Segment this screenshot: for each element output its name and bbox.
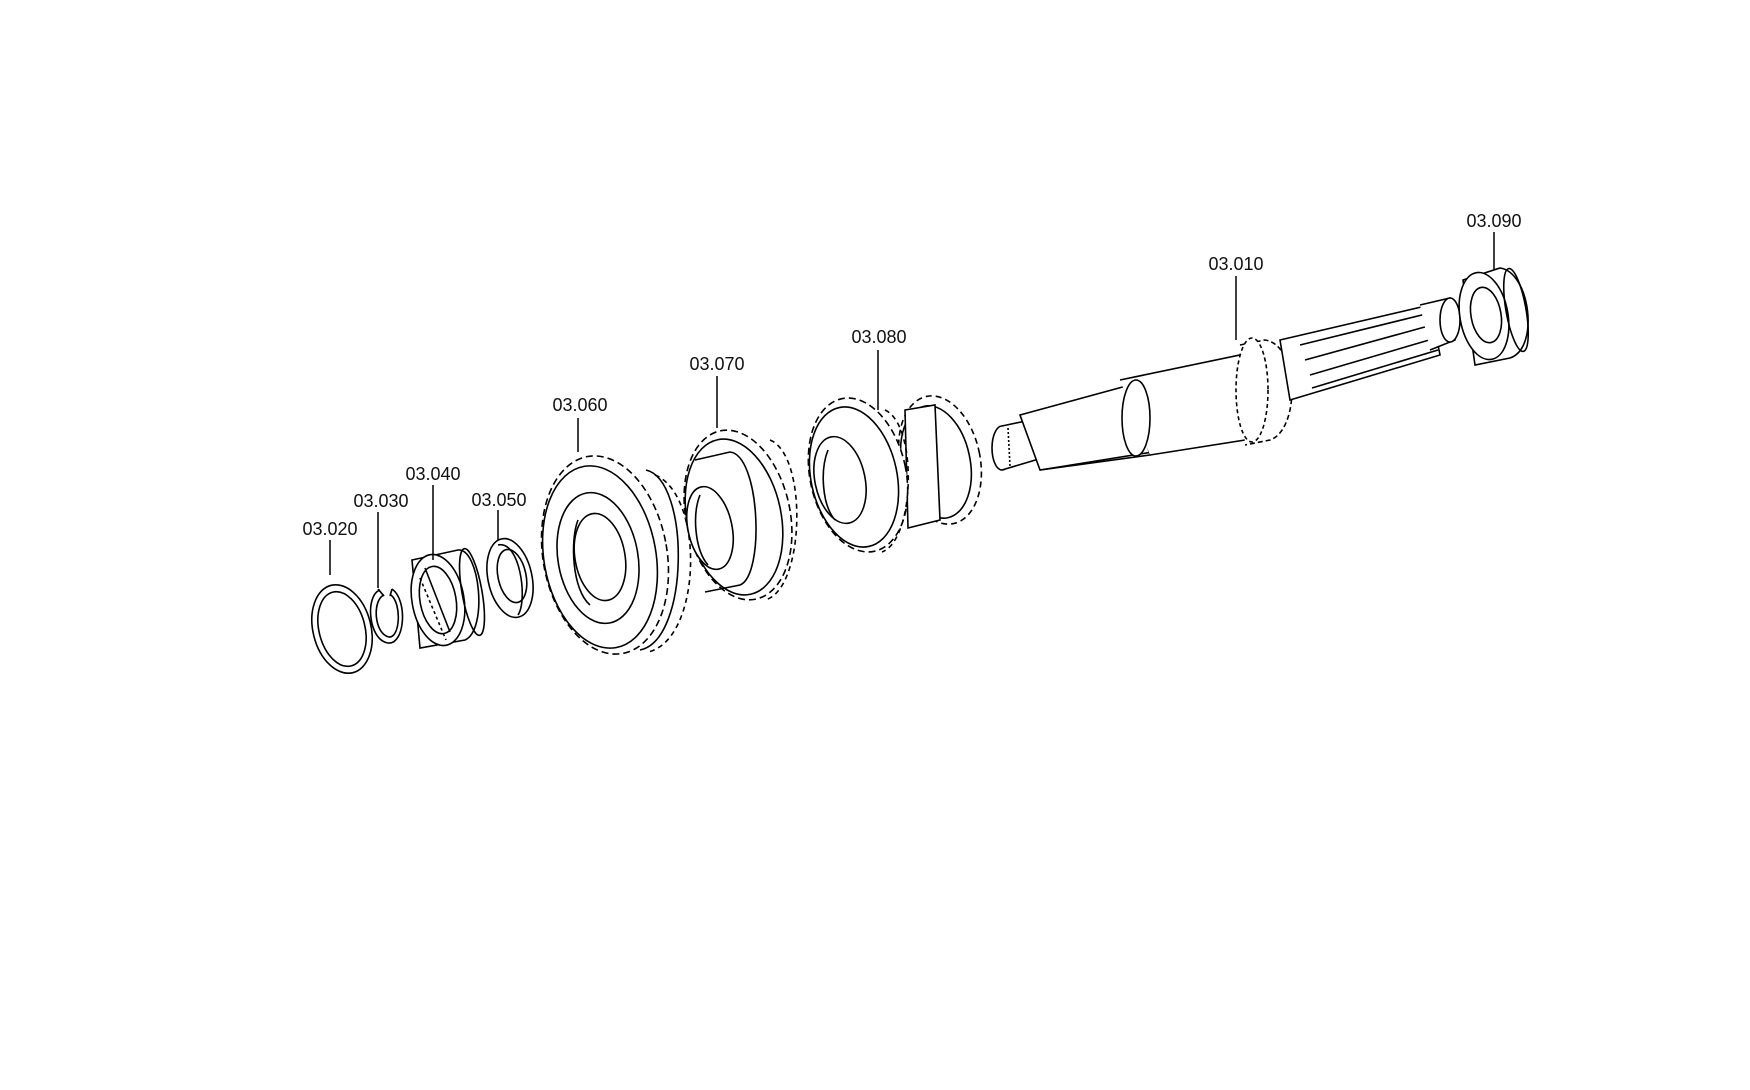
part-03-040-bearing [410,547,486,649]
callout-leaders [329,232,1495,588]
label-03-060: 03.060 [552,395,607,415]
part-03-080-cluster-gear [807,395,983,553]
part-03-020-ring [311,583,373,675]
label-03-020: 03.020 [302,519,357,539]
label-03-010: 03.010 [1208,254,1263,274]
part-03-060-gear [540,455,692,655]
callout-labels: 03.020 03.030 03.040 03.050 03.060 03.07… [302,211,1521,539]
label-03-090: 03.090 [1466,211,1521,231]
part-03-010-shaft [991,297,1461,471]
part-03-030-circlip [369,588,404,644]
part-03-090-bearing [1458,267,1530,366]
label-03-050: 03.050 [471,490,526,510]
label-03-030: 03.030 [353,491,408,511]
label-03-080: 03.080 [851,327,906,347]
part-03-050-washer [486,537,534,619]
part-03-070-gear [683,429,798,601]
label-03-040: 03.040 [405,464,460,484]
label-03-070: 03.070 [689,354,744,374]
